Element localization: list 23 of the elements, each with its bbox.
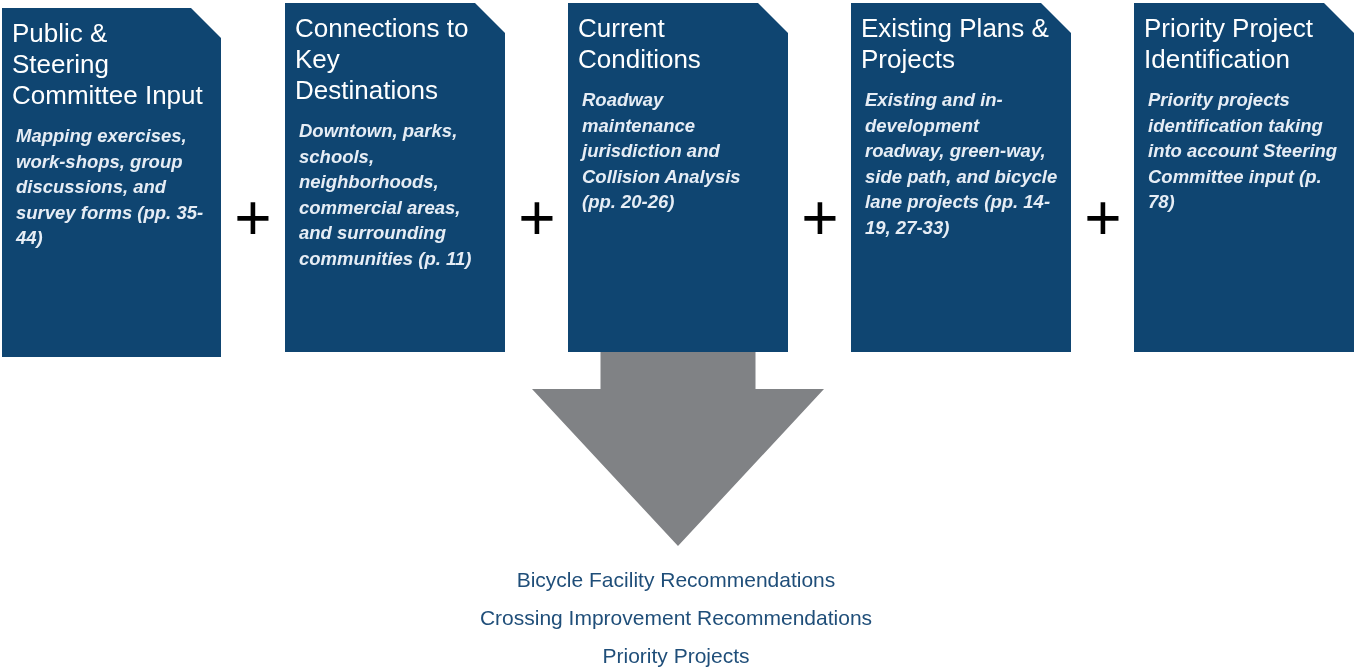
box-description: Existing and in-development roadway, green-way, side path, and bicycle lane projects (pp. 14-19, 27-33)	[864, 88, 1059, 240]
plus-sign: +	[1083, 186, 1123, 250]
plus-sign: +	[233, 186, 273, 250]
box-description: Mapping exercises, work-shops, group discussions, and survey forms (pp. 35-44)	[14, 124, 205, 250]
box-title: Existing Plans & Projects	[861, 13, 1050, 75]
document-box	[285, 3, 505, 352]
box-title: Priority Project Identification	[1144, 13, 1315, 75]
block-arrow	[532, 352, 824, 546]
plus-sign: +	[800, 186, 840, 250]
outcome-text: Priority Projects	[602, 643, 750, 669]
document-box	[851, 3, 1071, 352]
box-description: Downtown, parks, schools, neighborhoods, commercial areas, and surrounding communities (p. 11)	[298, 119, 473, 271]
box-description: Priority projects identification taking into account Steering Committee input (p. 78)	[1147, 88, 1339, 214]
plus-sign: +	[517, 186, 557, 250]
document-box	[2, 8, 221, 357]
outcome-text: Crossing Improvement Recommendations	[479, 605, 873, 631]
document-box	[568, 3, 788, 352]
document-box	[1134, 3, 1354, 352]
outcome-text: Bicycle Facility Recommendations	[516, 567, 836, 593]
box-title: Public & Steering Committee Input	[12, 18, 204, 111]
box-title: Current Conditions	[578, 13, 702, 75]
box-description: Roadway maintenance jurisdiction and Collision Analysis (pp. 20-26)	[579, 88, 742, 214]
box-title: Connections to Key Destinations	[295, 13, 470, 106]
